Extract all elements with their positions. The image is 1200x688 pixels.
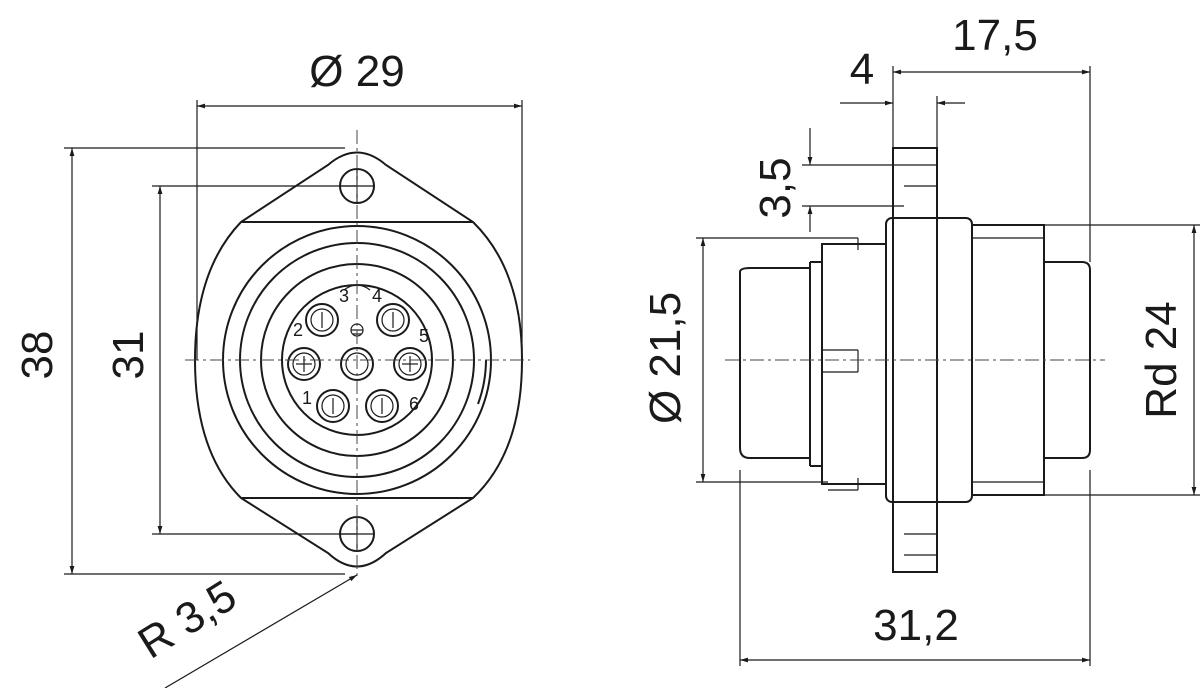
dim-label-31-2: 31,2 [873, 601, 959, 650]
dimension-flange-thickness: 4 [840, 45, 965, 148]
dimension-flange-diameter: Ø 29 [196, 47, 523, 360]
pin-label-5: 5 [419, 326, 429, 346]
dimension-thread: Rd 24 [1044, 224, 1200, 496]
pin-label-2: 2 [293, 320, 303, 340]
dim-label-4: 4 [850, 45, 874, 94]
dim-label-radius: R 3,5 [130, 571, 245, 668]
dim-label-3-5: 3,5 [751, 157, 800, 218]
pin-label-1: 1 [302, 388, 312, 408]
plug-body [739, 267, 811, 459]
pin-label-3: 3 [339, 286, 349, 306]
dim-label-17-5: 17,5 [952, 11, 1038, 60]
dimension-hole-spacing: 31 [104, 185, 357, 535]
side-view: 31,2 17,5 4 3,5 Ø 21, [641, 11, 1200, 666]
dimension-hole-slot: 3,5 [751, 128, 904, 232]
front-view: 1 2 3 4 5 6 Ø 29 38 31 [13, 47, 530, 688]
dimension-front-diameter: Ø 21,5 [641, 237, 828, 483]
pin-label-6: 6 [409, 394, 419, 414]
dimension-rear-length: 17,5 [892, 11, 1091, 262]
dimension-radius: R 3,5 [130, 571, 358, 688]
dimension-total-height: 38 [13, 147, 345, 575]
dim-label-31: 31 [104, 331, 153, 380]
dim-label-38: 38 [13, 331, 62, 380]
dim-label-rd-24: Rd 24 [1137, 301, 1186, 418]
rear-cap [1044, 261, 1091, 459]
pin-label-4: 4 [372, 286, 382, 306]
dim-label-diameter-21-5: Ø 21,5 [641, 292, 690, 424]
pin-contacts [287, 303, 427, 423]
coupling-sleeve [821, 243, 887, 485]
dimension-total-length: 31,2 [739, 470, 1091, 666]
dim-label-diameter-29: Ø 29 [309, 47, 404, 96]
flange-outline [193, 151, 524, 568]
